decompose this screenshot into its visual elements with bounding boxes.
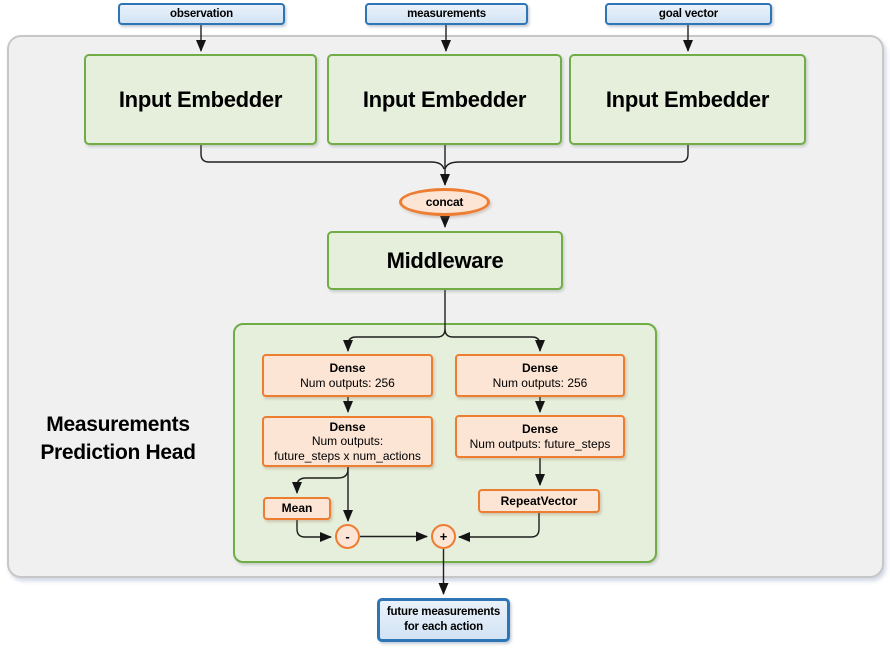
- middleware-label: Middleware: [386, 247, 504, 273]
- prediction-head-title-line1: Measurements: [46, 413, 190, 436]
- add-op-node: +: [431, 524, 456, 549]
- wire-embedder3-merge: [444, 145, 689, 170]
- input-node-measurements: measurements: [365, 3, 528, 25]
- left-dense2-detail-line2: future_steps x num_actions: [274, 448, 421, 463]
- middleware-box: Middleware: [327, 231, 563, 290]
- mean-label: Mean: [281, 501, 313, 516]
- left-dense2-detail-line1: Num outputs:: [311, 434, 384, 449]
- right-dense2-box: Dense Num outputs: future_steps: [455, 415, 625, 458]
- input-embedder-box-2: Input Embedder: [327, 54, 562, 145]
- right-dense2-detail: Num outputs: future_steps: [469, 436, 611, 451]
- left-dense1-box: Dense Num outputs: 256: [262, 354, 433, 397]
- arrow-repeat-to-plus: [458, 513, 540, 542]
- add-op-label: +: [439, 529, 448, 544]
- left-dense2-title: Dense: [329, 419, 366, 434]
- subtract-op-node: -: [335, 524, 360, 549]
- input-embedder-box-3: Input Embedder: [569, 54, 806, 145]
- input-embedder-label: Input Embedder: [118, 86, 283, 112]
- concat-node: concat: [399, 188, 490, 216]
- output-node-label-line2: for each action: [404, 621, 483, 633]
- right-dense1-box: Dense Num outputs: 256: [455, 354, 625, 397]
- arrow-split-left-dense: [343, 328, 446, 352]
- left-dense1-detail: Num outputs: 256: [300, 375, 395, 390]
- input-node-observation-label: observation: [170, 8, 233, 20]
- repeat-vector-box: RepeatVector: [478, 489, 600, 513]
- concat-label: concat: [425, 195, 464, 209]
- arrow-split-right-dense: [444, 328, 545, 352]
- repeat-vector-label: RepeatVector: [500, 493, 578, 508]
- right-dense1-title: Dense: [521, 361, 559, 375]
- prediction-head-title: Measurements Prediction Head: [10, 411, 226, 467]
- prediction-head-title-line2: Prediction Head: [40, 441, 196, 464]
- wire-embedder1-merge: [200, 145, 445, 170]
- input-embedder-label: Input Embedder: [605, 86, 770, 112]
- subtract-op-label: -: [345, 529, 350, 544]
- input-embedder-label: Input Embedder: [362, 86, 527, 112]
- input-node-observation: observation: [118, 3, 285, 25]
- output-node-future-measurements: future measurements for each action: [377, 598, 510, 642]
- right-dense1-detail: Num outputs: 256: [492, 375, 588, 390]
- left-dense2-box: Dense Num outputs: future_steps x num_ac…: [262, 416, 433, 467]
- input-node-goal-vector: goal vector: [605, 3, 772, 25]
- input-node-goal-vector-label: goal vector: [658, 8, 719, 20]
- arrow-mean-to-minus: [296, 520, 332, 542]
- mean-box: Mean: [263, 497, 331, 520]
- output-node-label-line1: future measurements: [386, 606, 501, 618]
- left-dense1-title: Dense: [329, 361, 366, 375]
- right-dense2-title: Dense: [521, 422, 559, 436]
- input-embedder-box-1: Input Embedder: [84, 54, 317, 145]
- arrow-left-dense2-to-mean: [292, 467, 349, 494]
- input-node-measurements-label: measurements: [407, 8, 486, 20]
